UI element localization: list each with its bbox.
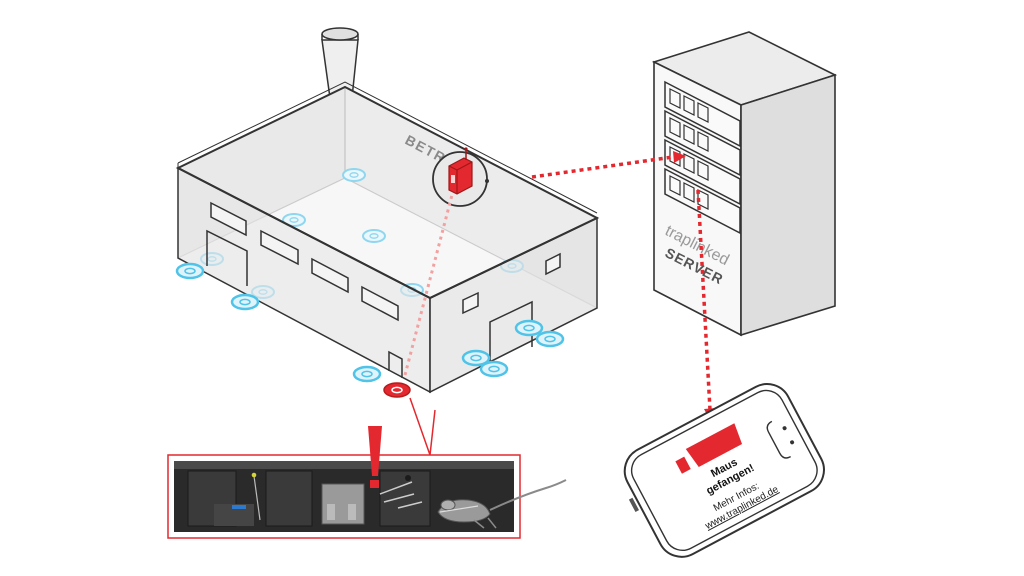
gateway xyxy=(432,147,489,207)
wifi-gateway-icon xyxy=(448,147,473,195)
link-trap-to-gateway xyxy=(403,194,454,376)
trap-closeup xyxy=(167,397,567,539)
mouse-icon xyxy=(437,479,567,529)
trap-sensor-icon xyxy=(383,382,411,398)
server: traplinked SERVER xyxy=(651,31,838,337)
link-gateway-to-server xyxy=(531,155,674,179)
building: BETRIEB xyxy=(175,27,600,394)
trap-mechanism xyxy=(214,472,423,526)
exclamation-icon xyxy=(675,423,743,474)
windows xyxy=(210,201,561,322)
exclamation-icon xyxy=(368,426,382,488)
smartphone: Maus gefangen! Mehr Infos: www.traplinke… xyxy=(623,383,825,558)
